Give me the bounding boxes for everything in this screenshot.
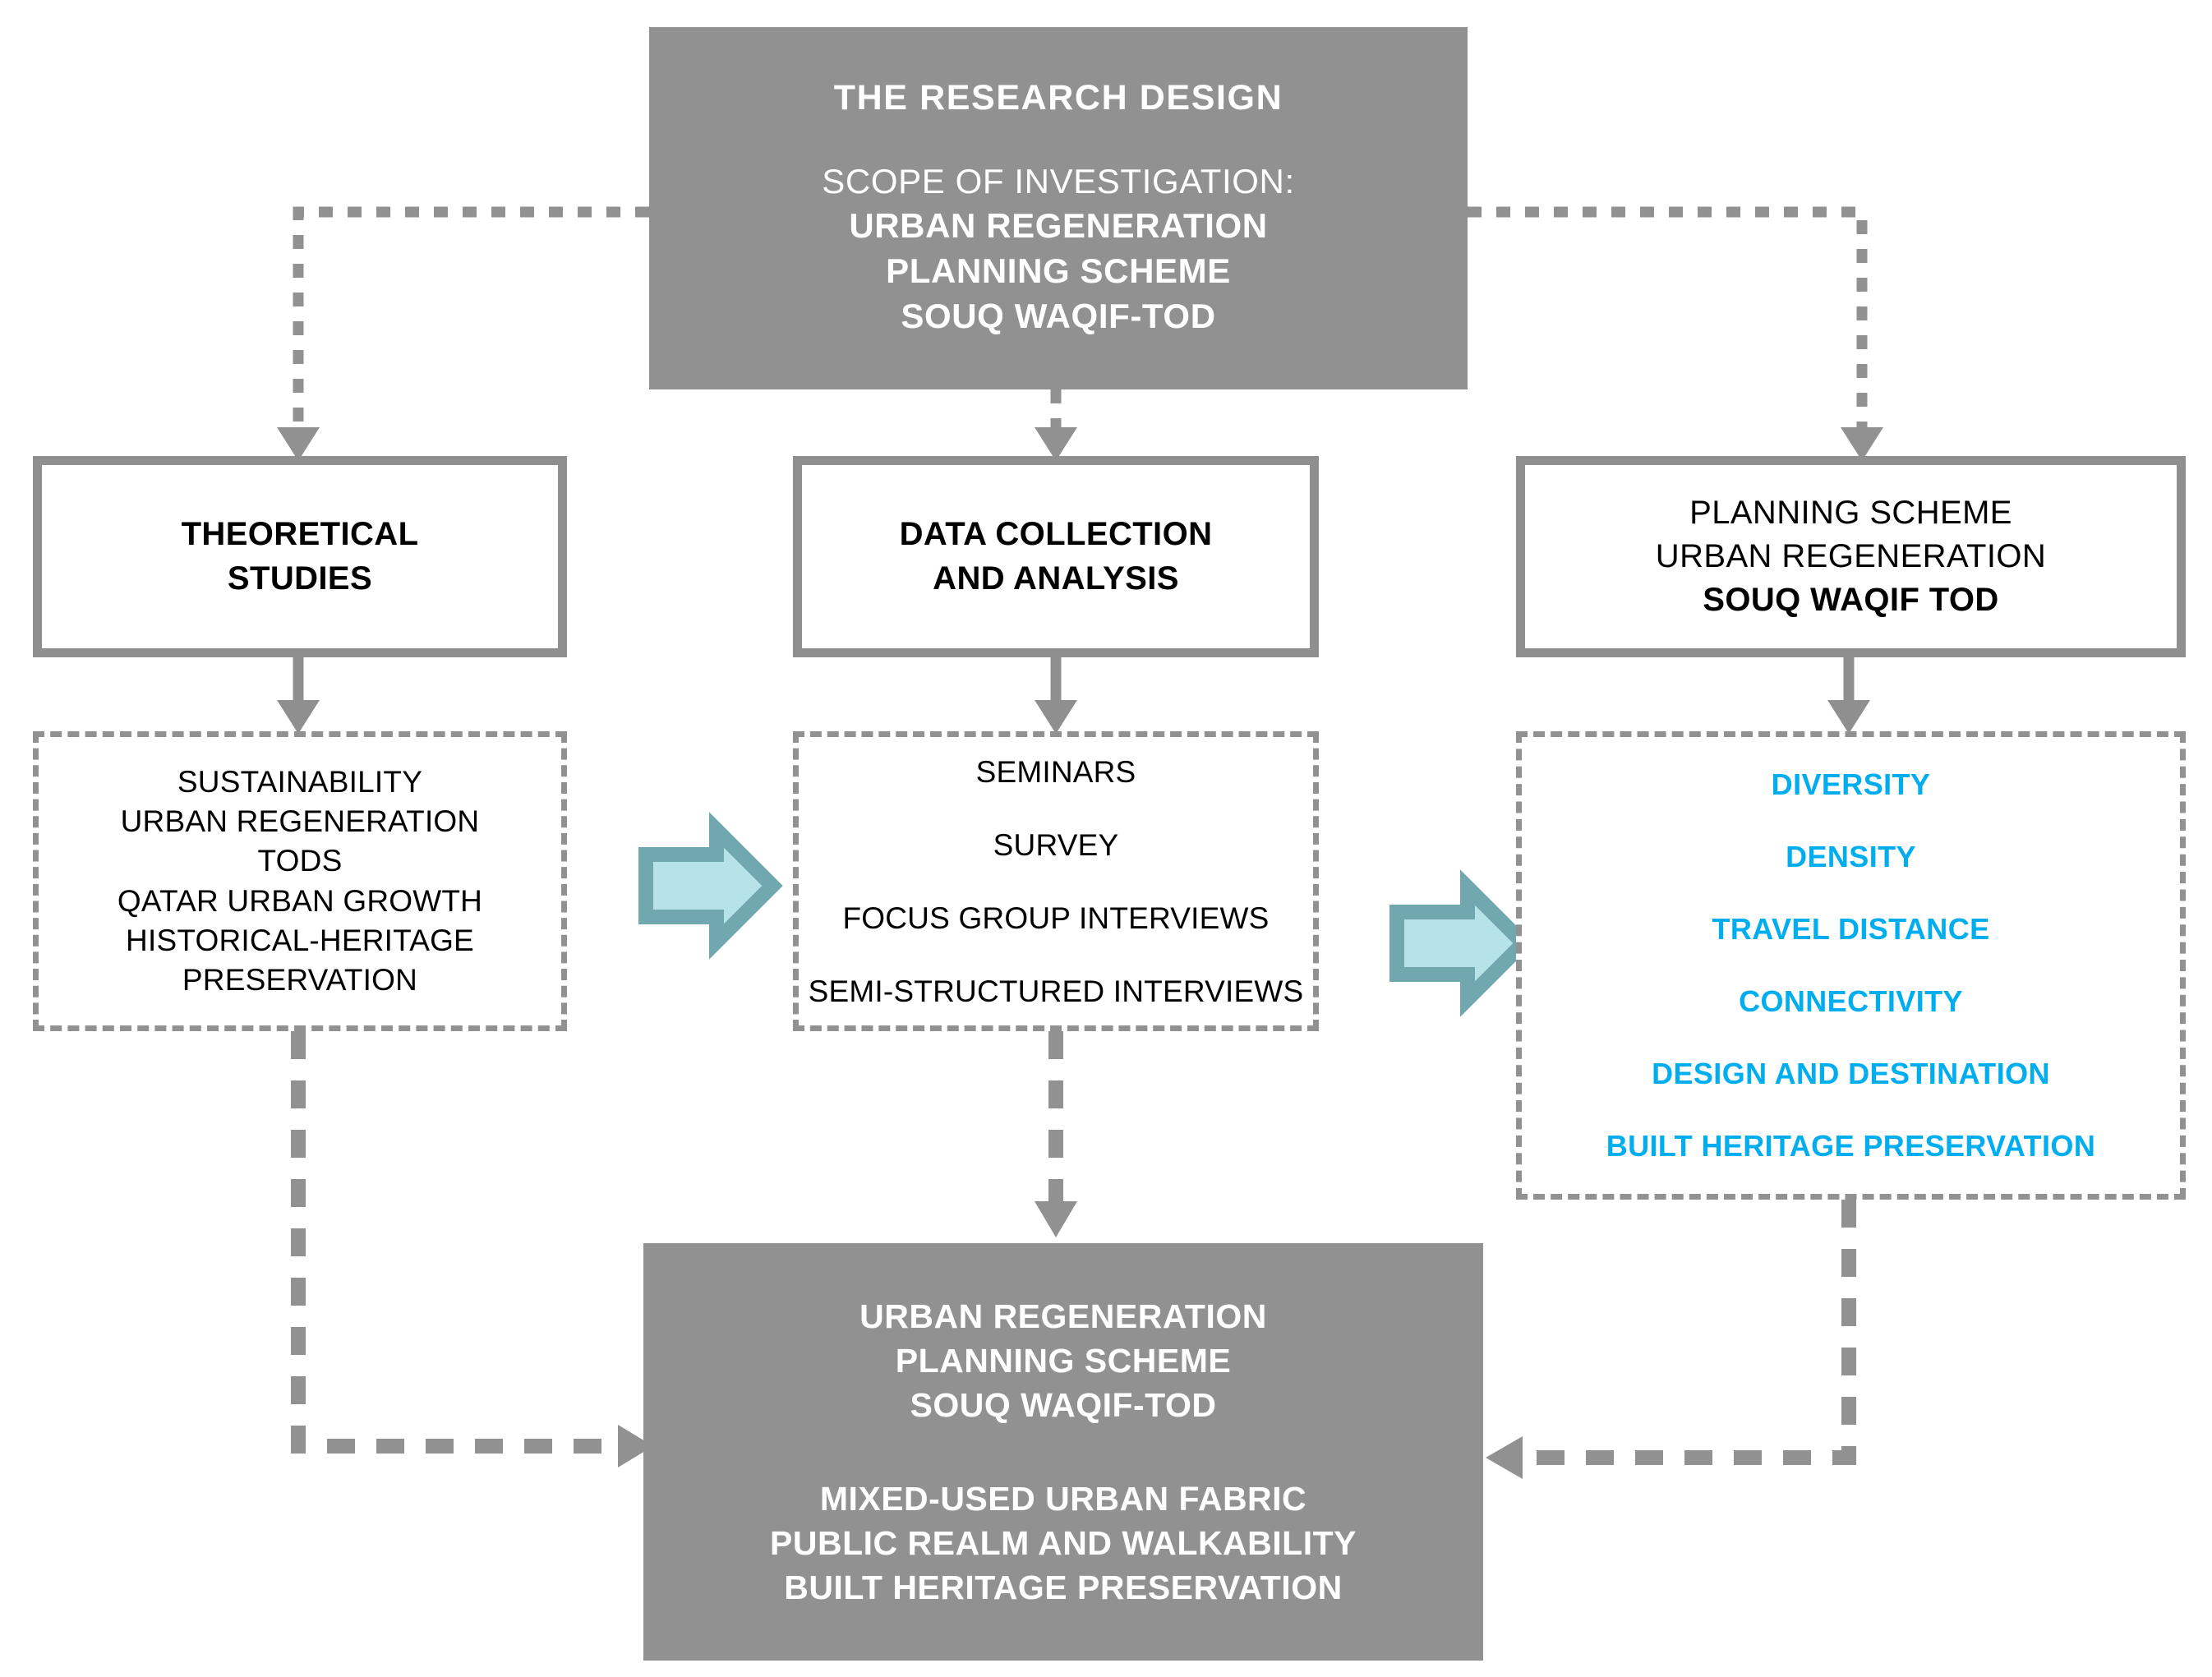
connector-rd-to-theoretical [277,206,649,461]
theoretical-topic-5: PRESERVATION [182,962,418,997]
tod-criterion-5: BUILT HERITAGE PRESERVATION [1606,1129,2096,1163]
data-collection-box: DATA COLLECTION AND ANALYSIS [793,456,1319,657]
outcome-primary-0: URBAN REGENERATION [859,1297,1267,1335]
data-method-1: SURVEY [993,827,1119,862]
data-collection-line-0: DATA COLLECTION [899,516,1213,553]
block-arrow-data-to-planning [1389,869,1534,1017]
theoretical-topic-2: TODS [257,844,343,878]
theoretical-topic-4: HISTORICAL-HERITAGE [126,923,474,957]
planning-scheme-line-2: SOUQ WAQIF TOD [1703,582,1999,619]
theoretical-topic-1: URBAN REGENERATION [120,804,480,839]
scope-label: SCOPE OF INVESTIGATION: [822,161,1295,200]
connector-datalist-to-outcome [1033,996,1079,1237]
theoretical-topic-0: SUSTAINABILITY [177,765,423,799]
data-method-3: SEMI-STRUCTURED INTERVIEWS [808,974,1304,1008]
research-design-title: THE RESEARCH DESIGN [833,77,1283,117]
scope-item-2: SOUQ WAQIF-TOD [901,296,1216,335]
outcome-secondary-1: PUBLIC REALM AND WALKABILITY [770,1524,1357,1563]
scope-item-0: URBAN REGENERATION [849,206,1268,246]
connector-rd-to-data [1035,389,1077,461]
theoretical-topics-box: SUSTAINABILITY URBAN REGENERATION TODS Q… [33,731,567,1031]
data-method-0: SEMINARS [975,754,1136,789]
tod-criterion-4: DESIGN AND DESTINATION [1652,1057,2050,1090]
tod-criterion-1: DENSITY [1786,840,1916,873]
data-methods-box: SEMINARS SURVEY FOCUS GROUP INTERVIEWS S… [793,731,1319,1031]
tod-criterion-2: TRAVEL DISTANCE [1712,912,1990,946]
outcome-primary-1: PLANNING SCHEME [895,1341,1232,1380]
outcome-box: URBAN REGENERATION PLANNING SCHEME SOUQ … [643,1243,1483,1661]
connector-planning-to-list [1827,657,1870,734]
connector-theorylist-to-outcome [275,996,653,1467]
outcome-primary-2: SOUQ WAQIF-TOD [910,1385,1217,1424]
theoretical-topic-3: QATAR URBAN GROWTH [117,883,483,918]
data-method-2: FOCUS GROUP INTERVIEWS [842,901,1270,935]
block-arrow-theory-to-data [638,812,783,960]
connector-data-to-list [1035,657,1077,734]
tod-criterion-3: CONNECTIVITY [1739,984,1963,1018]
planning-scheme-line-1: URBAN REGENERATION [1655,537,2047,574]
theoretical-studies-line-1: STUDIES [227,560,373,597]
connector-rd-to-planning [1468,206,1883,461]
research-design-box: THE RESEARCH DESIGN SCOPE OF INVESTIGATI… [649,27,1468,389]
tod-criterion-0: DIVERSITY [1771,767,1931,801]
theoretical-studies-line-0: THEORETICAL [181,516,419,553]
outcome-secondary-0: MIXED-USED URBAN FABRIC [819,1480,1307,1518]
planning-scheme-line-0: PLANNING SCHEME [1689,494,2012,531]
scope-item-1: PLANNING SCHEME [886,251,1231,290]
theoretical-studies-box: THEORETICAL STUDIES [33,456,567,657]
connector-theoretical-to-list [277,657,320,734]
outcome-secondary-2: BUILT HERITAGE PRESERVATION [784,1569,1343,1607]
connector-criterialist-to-outcome [1486,1164,1872,1479]
tod-criteria-box: DIVERSITY DENSITY TRAVEL DISTANCE CONNEC… [1516,731,2186,1200]
data-collection-line-1: AND ANALYSIS [933,560,1179,597]
planning-scheme-box: PLANNING SCHEME URBAN REGENERATION SOUQ … [1516,456,2186,657]
